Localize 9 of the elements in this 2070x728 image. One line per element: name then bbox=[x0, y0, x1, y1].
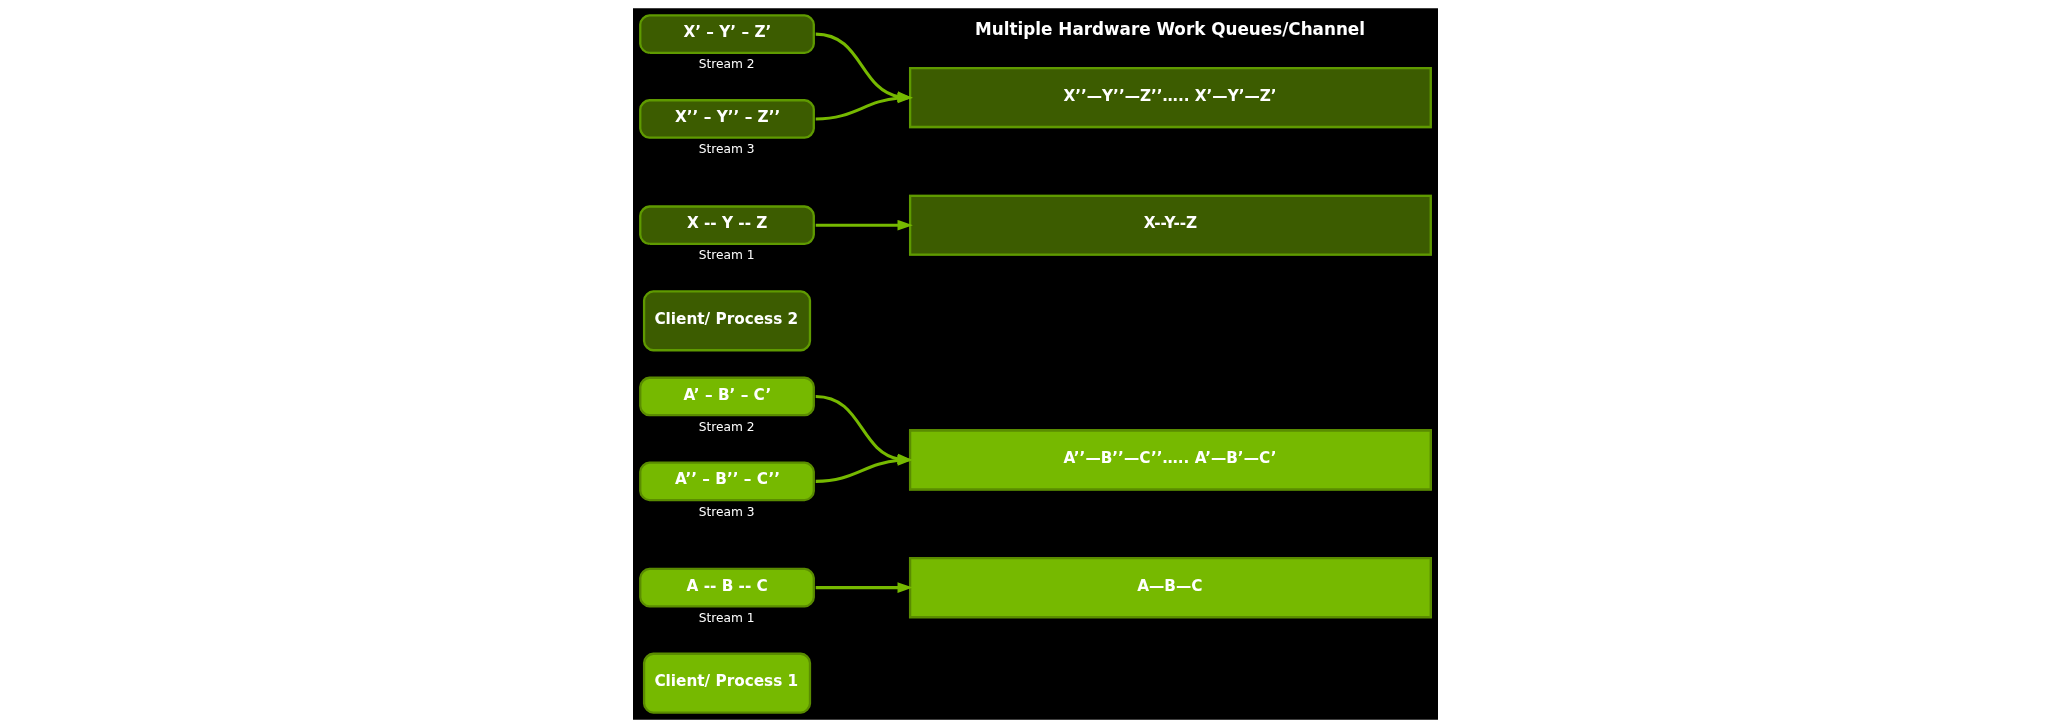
node-label: Stream 2 bbox=[698, 419, 755, 434]
node-label: Stream 1 bbox=[698, 248, 755, 263]
node-label: Stream 2 bbox=[698, 57, 755, 72]
node-label: Stream 1 bbox=[698, 610, 755, 625]
label: Multiple Hardware Work Queues/Channel bbox=[974, 18, 1365, 39]
node-label: Stream 3 bbox=[698, 504, 755, 519]
node-label: Stream 3 bbox=[698, 142, 755, 157]
arrow bbox=[815, 219, 913, 231]
arrow bbox=[815, 582, 913, 593]
